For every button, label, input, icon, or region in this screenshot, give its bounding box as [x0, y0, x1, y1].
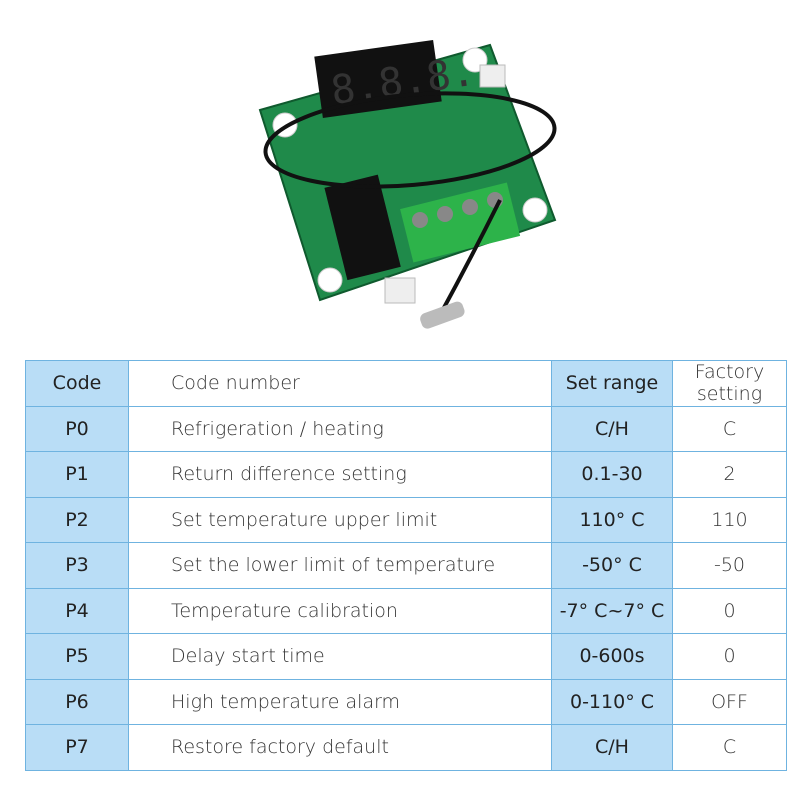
- temperature-probe: [420, 301, 465, 329]
- code-cell: P0: [25, 405, 129, 452]
- header-description: Code number: [128, 360, 552, 407]
- parameter-table: Code Code number Set range Factory setti…: [25, 360, 787, 771]
- range-cell: 0-600s: [551, 633, 673, 680]
- code-cell: P2: [25, 496, 129, 543]
- probe-cable: [263, 91, 557, 189]
- range-cell: -50° C: [551, 542, 673, 589]
- code-cell: P7: [25, 724, 129, 771]
- thermostat-board-image: 8.8.8.: [258, 39, 557, 329]
- relay: [324, 174, 401, 281]
- header-code: Code: [25, 360, 129, 407]
- factory-cell: 110: [672, 496, 787, 543]
- code-cell: P4: [25, 587, 129, 634]
- description-cell: Return difference setting: [128, 451, 552, 498]
- factory-cell: C: [672, 405, 787, 452]
- description-cell: Delay start time: [128, 633, 552, 680]
- range-cell: 110° C: [551, 496, 673, 543]
- range-cell: 0.1-30: [551, 451, 673, 498]
- description-cell: Restore factory default: [128, 724, 552, 771]
- connector: [479, 64, 506, 88]
- probe-cable: [438, 199, 502, 316]
- mount-hole: [317, 267, 343, 293]
- range-cell: -7° C~7° C: [551, 587, 673, 634]
- description-cell: Set the lower limit of temperature: [128, 542, 552, 589]
- factory-cell: -50: [672, 542, 787, 589]
- header-range: Set range: [551, 360, 673, 407]
- range-cell: C/H: [551, 405, 673, 452]
- range-cell: C/H: [551, 724, 673, 771]
- description-cell: Refrigeration / heating: [128, 405, 552, 452]
- factory-cell: 2: [672, 451, 787, 498]
- factory-cell: C: [672, 724, 787, 771]
- factory-cell: 0: [672, 633, 787, 680]
- code-cell: P1: [25, 451, 129, 498]
- range-cell: 0-110° C: [551, 678, 673, 725]
- description-cell: Set temperature upper limit: [128, 496, 552, 543]
- description-cell: High temperature alarm: [128, 678, 552, 725]
- factory-cell: 0: [672, 587, 787, 634]
- code-cell: P6: [25, 678, 129, 725]
- header-factory: Factory setting: [672, 360, 787, 407]
- table-header-row: Code Code number Set range Factory setti…: [25, 360, 787, 407]
- factory-cell: OFF: [672, 678, 787, 725]
- code-cell: P5: [25, 633, 129, 680]
- description-cell: Temperature calibration: [128, 587, 552, 634]
- mount-hole: [522, 197, 548, 223]
- connector: [384, 277, 416, 304]
- code-cell: P3: [25, 542, 129, 589]
- led-display: [314, 39, 442, 119]
